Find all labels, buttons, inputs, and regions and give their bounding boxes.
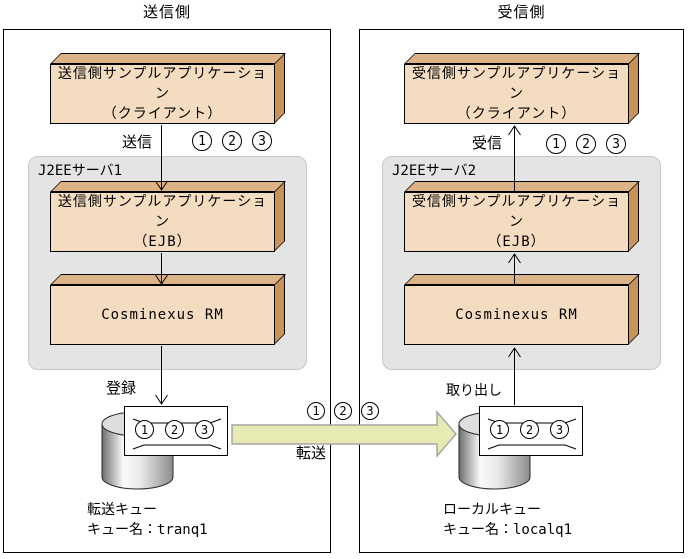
receiver-rm-to-ejb-arrow (508, 253, 521, 284)
step-circle: 1 (546, 134, 566, 154)
receiver-panel (359, 29, 684, 553)
step-circle: 3 (195, 420, 214, 439)
fetch-arrow (508, 347, 521, 405)
sender-ejb-box-line2: （EJB） (133, 234, 192, 250)
transfer-queue-name: キュー名：tranq1 (87, 522, 208, 538)
receive-label: 受信 (471, 134, 502, 152)
step-circle: 3 (252, 131, 272, 151)
sender-client-box-line1: 送信側サンプルアプリケーション (57, 66, 268, 102)
sender-client-box: 送信側サンプルアプリケーション （クライアント） (50, 64, 275, 124)
step-circle: 1 (307, 402, 325, 420)
local-queue-messages: 1 2 3 (479, 406, 583, 456)
sender-ejb-box: 送信側サンプルアプリケーション （EJB） (50, 192, 275, 252)
transfer-label: 転送 (296, 444, 327, 462)
receive-step-circles: 1 2 3 (546, 134, 626, 154)
sender-rm-box: Cosminexus RM (50, 285, 275, 345)
receiver-ejb-box: 受信側サンプルアプリケーション （EJB） (404, 192, 629, 252)
sender-j2ee-server-label: J2EEサーバ1 (38, 163, 123, 179)
register-arrow (155, 346, 168, 405)
receiver-ejb-box-line2: （EJB） (487, 234, 546, 250)
step-circle: 3 (361, 402, 379, 420)
receive-arrow (508, 125, 521, 191)
step-circle: 3 (606, 134, 626, 154)
local-queue-step-circles: 1 2 3 (490, 420, 569, 439)
receiver-ejb-box-line1: 受信側サンプルアプリケーション (411, 194, 622, 230)
transfer-step-circles: 1 2 3 (307, 402, 379, 420)
step-circle: 2 (334, 402, 352, 420)
fetch-label: 取り出し (446, 383, 502, 399)
receiver-client-box-line2: （クライアント） (456, 106, 577, 122)
receiver-client-box: 受信側サンプルアプリケーション （クライアント） (404, 64, 629, 124)
step-circle: 3 (550, 420, 569, 439)
step-circle: 2 (222, 131, 242, 151)
sender-ejb-box-line1: 送信側サンプルアプリケーション (57, 194, 268, 230)
step-circle: 1 (135, 420, 154, 439)
send-label: 送信 (121, 133, 152, 151)
local-queue-title: ローカルキュー (443, 502, 541, 518)
step-circle: 1 (192, 131, 212, 151)
step-circle: 2 (576, 134, 596, 154)
step-circle: 2 (165, 420, 184, 439)
register-label: 登録 (106, 379, 137, 397)
transfer-arrow (231, 409, 457, 459)
receiver-j2ee-server-label: J2EEサーバ2 (392, 163, 477, 179)
local-queue-name: キュー名：localq1 (443, 522, 573, 538)
sender-panel (3, 29, 331, 553)
sender-title: 送信側 (142, 3, 191, 21)
transfer-queue-caption: 転送キュー キュー名：tranq1 (87, 500, 208, 540)
transfer-queue-messages: 1 2 3 (124, 406, 228, 456)
receiver-title: 受信側 (497, 3, 546, 21)
step-circle: 2 (520, 420, 539, 439)
sender-rm-box-label: Cosminexus RM (101, 307, 224, 323)
sender-client-box-line2: （クライアント） (102, 106, 223, 122)
receiver-rm-box-label: Cosminexus RM (455, 307, 578, 323)
send-arrow (155, 125, 168, 191)
send-step-circles: 1 2 3 (192, 131, 272, 151)
receiver-rm-box: Cosminexus RM (404, 285, 629, 345)
step-circle: 1 (490, 420, 509, 439)
sender-ejb-to-rm-arrow (155, 253, 168, 285)
local-queue-caption: ローカルキュー キュー名：localq1 (443, 500, 572, 540)
receiver-client-box-line1: 受信側サンプルアプリケーション (411, 66, 622, 102)
transfer-queue-title: 転送キュー (87, 502, 157, 518)
transfer-queue-step-circles: 1 2 3 (135, 420, 214, 439)
